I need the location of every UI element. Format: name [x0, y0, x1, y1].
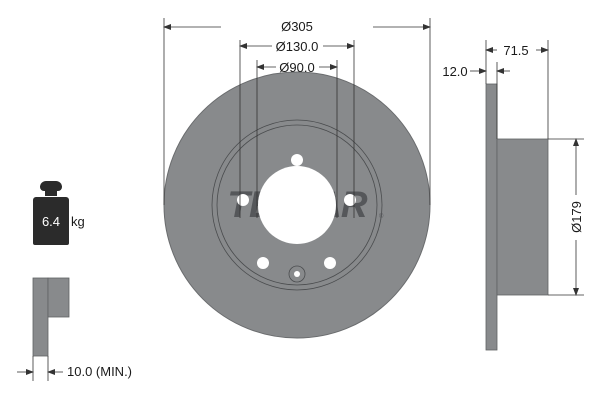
disc-front-view: TEXTAR ®	[163, 71, 431, 339]
dimension-lines-front	[163, 18, 431, 218]
bolt-hole	[344, 194, 356, 206]
hat-ring-inner	[216, 124, 378, 286]
bolt-hole	[237, 194, 249, 206]
weight-unit: kg	[71, 214, 85, 229]
hat-ring-outer	[211, 119, 383, 291]
bolt-hole	[257, 257, 269, 269]
overall-height-label: 71.5	[503, 43, 528, 58]
min-thickness-detail	[32, 277, 70, 357]
disc-side-view	[485, 83, 549, 351]
center-hole-label: Ø90.0	[279, 60, 314, 75]
dimension-lines-side	[470, 40, 584, 296]
bolt-circle-label: Ø130.0	[276, 39, 319, 54]
disc-friction-ring	[485, 83, 498, 351]
locating-hole	[294, 271, 300, 277]
outer-diameter-label: Ø305	[281, 19, 313, 34]
disc-thickness-label: 12.0	[442, 64, 467, 79]
registered-mark: ®	[379, 213, 384, 220]
center-hole	[258, 166, 336, 244]
locating-hole-ring	[288, 265, 306, 283]
bolt-hole	[324, 257, 336, 269]
disc-hat	[496, 138, 549, 296]
min-thickness-dimension	[17, 356, 63, 381]
weight-value: 6.4	[42, 214, 60, 229]
weight-icon	[33, 181, 69, 245]
bolt-hole	[291, 154, 303, 166]
hat-diameter-label: Ø179	[569, 201, 584, 233]
min-thickness-label: 10.0 (MIN.)	[67, 364, 132, 379]
